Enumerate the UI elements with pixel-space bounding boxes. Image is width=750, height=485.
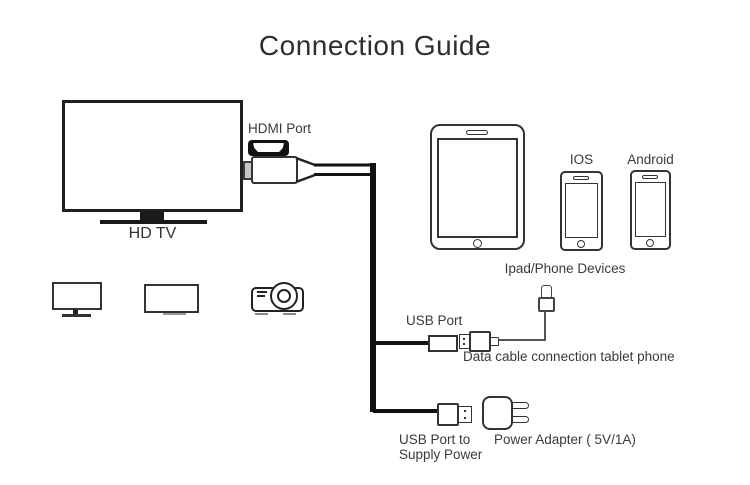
usb-pin-dot <box>463 342 465 345</box>
ios-label: IOS <box>569 152 594 167</box>
power-branch-cable-line <box>373 409 437 413</box>
android-phone-home-button-icon <box>646 239 654 247</box>
android-label: Android <box>627 152 674 167</box>
data-cable-label: Data cable connection tablet phone <box>463 349 675 364</box>
usb-port-socket-icon <box>428 335 458 352</box>
hdmi-port-inner-shape <box>253 143 284 152</box>
tablet-speaker-icon <box>466 130 488 135</box>
android-phone-screen <box>635 182 666 237</box>
power-adapter-label: Power Adapter ( 5V/1A) <box>494 432 636 447</box>
usb-port-label: USB Port <box>406 313 463 328</box>
monitor-2-icon <box>144 284 199 313</box>
tablet-home-button-icon <box>473 239 482 248</box>
projector-vent-line <box>257 291 267 293</box>
page-title: Connection Guide <box>258 30 492 61</box>
hdmi-port-label: HDMI Port <box>248 121 312 136</box>
ipad-phone-devices-label: Ipad/Phone Devices <box>504 261 626 276</box>
power-usb-metal-icon <box>458 406 472 423</box>
projector-foot <box>283 313 296 315</box>
hdmi-connector-icon <box>251 156 298 184</box>
power-usb-plug-icon <box>437 403 459 426</box>
usb-power-label-line2: Supply Power <box>399 447 483 462</box>
ios-phone-speaker-icon <box>573 176 589 180</box>
monitor-stand-neck <box>73 310 78 315</box>
lightning-connector-icon <box>538 297 555 312</box>
ios-phone-screen <box>565 183 598 238</box>
hdmi-port-icon <box>248 140 289 156</box>
monitor-stand-base <box>62 314 91 317</box>
usb-power-label: USB Port to Supply Power <box>399 432 482 462</box>
projector-foot <box>255 313 268 315</box>
usb-power-label-line1: USB Port to <box>399 432 471 447</box>
projector-vent-line <box>257 295 265 297</box>
hd-tv-label: HD TV <box>128 225 177 242</box>
usb-pin-dot <box>463 337 465 340</box>
tablet-icon <box>430 124 525 250</box>
usb-pin-dot <box>463 416 466 419</box>
hdmi-cable-taper <box>295 156 376 184</box>
main-cable-line <box>370 163 376 412</box>
monitor-2-base <box>163 313 186 315</box>
data-cable-vertical-line <box>544 311 546 341</box>
tablet-screen <box>437 138 518 238</box>
ios-phone-home-button-icon <box>577 240 585 248</box>
tv-stand-base <box>100 220 207 224</box>
data-cable-horizontal-line <box>497 339 546 341</box>
tv-icon <box>62 100 243 212</box>
power-adapter-icon <box>482 396 513 430</box>
monitor-icon <box>52 282 102 310</box>
usb-connector-tab-icon <box>490 337 499 346</box>
projector-lens-inner-icon <box>277 289 291 303</box>
android-phone-speaker-icon <box>642 175 658 179</box>
tv-stand-neck <box>140 211 164 221</box>
usb-pin-dot <box>463 410 466 412</box>
usb-branch-cable-line <box>373 341 428 345</box>
